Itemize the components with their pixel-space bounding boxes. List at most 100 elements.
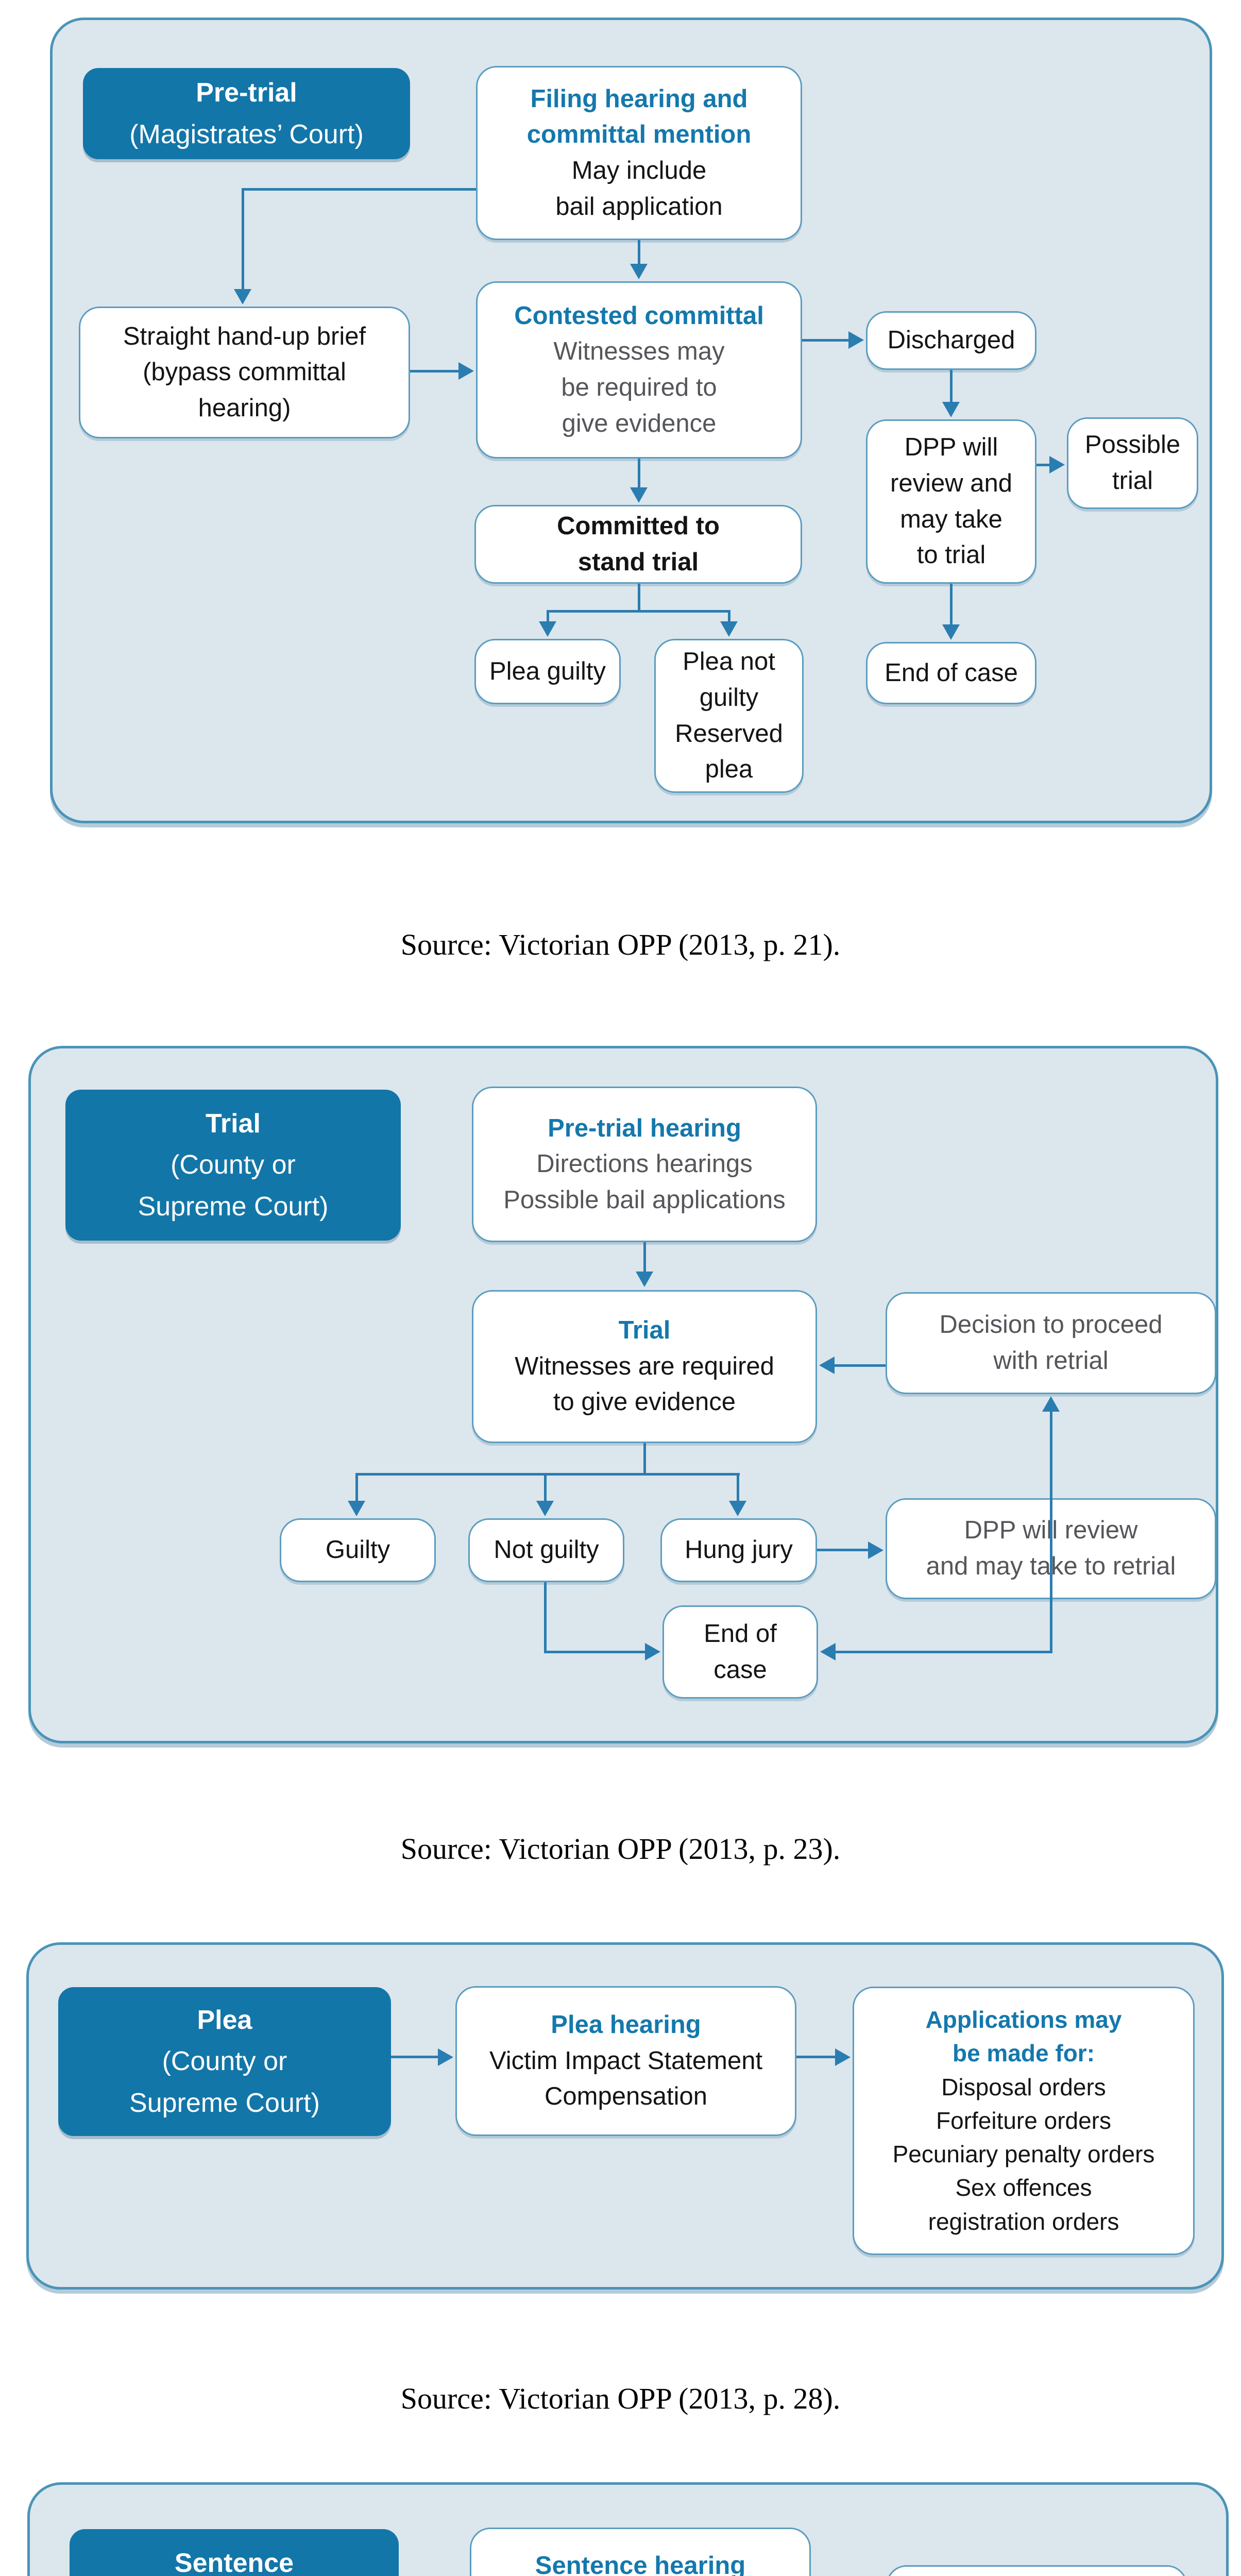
header-title: Trial bbox=[206, 1108, 261, 1139]
arrowhead bbox=[630, 264, 648, 279]
arrow-dpp-to-decision bbox=[1050, 1412, 1052, 1599]
arrowhead bbox=[720, 621, 738, 637]
panel-pretrial: Pre-trial (Magistrates’ Court) Filing he… bbox=[50, 18, 1212, 823]
box-title: Pre-trial hearing bbox=[548, 1114, 741, 1142]
arrow-notguilty-to-end bbox=[544, 1651, 645, 1653]
arrowhead bbox=[942, 402, 960, 417]
arrowhead bbox=[636, 1272, 653, 1287]
box-body: Discharged bbox=[887, 326, 1015, 354]
arrow-contested-to-committed bbox=[638, 459, 640, 487]
arrow-dpp-to-end-of-case bbox=[950, 584, 953, 624]
box-not-guilty: Not guilty bbox=[468, 1518, 624, 1582]
box-body: End of case bbox=[885, 658, 1018, 687]
arrowhead bbox=[835, 2048, 851, 2066]
arrow-contested-to-discharged bbox=[802, 339, 848, 342]
box-body: Guilty bbox=[325, 1536, 390, 1564]
header-title: Pre-trial bbox=[196, 77, 297, 108]
arrowhead bbox=[458, 362, 474, 380]
arrow-decision-to-trial bbox=[835, 1364, 886, 1367]
arrow-discharged-to-dpp bbox=[950, 370, 953, 402]
arrow-committed-split-stem bbox=[638, 584, 640, 612]
arrow-straight-to-contested bbox=[410, 370, 458, 372]
caption-source-pretrial: Source: Victorian OPP (2013, p. 21). bbox=[400, 928, 841, 961]
arrow-hungjury-to-dpp bbox=[817, 1549, 868, 1551]
arrow-dppretrial-to-end bbox=[1050, 1599, 1052, 1652]
arrowhead bbox=[348, 1501, 365, 1516]
box-plea-guilty: Plea guilty bbox=[474, 639, 621, 704]
arrow-filing-to-straight bbox=[242, 188, 244, 289]
arrow-to-plea-not-guilty bbox=[728, 612, 730, 621]
arrow-header-to-plea-hearing bbox=[391, 2056, 438, 2058]
arrow-to-not-guilty bbox=[544, 1475, 547, 1501]
box-title: Trial bbox=[618, 1316, 671, 1345]
box-sentence-hearing: Sentence hearing Post sentence considerv… bbox=[470, 2528, 811, 2576]
box-discharged: Discharged bbox=[866, 311, 1036, 370]
arrowhead bbox=[820, 1643, 836, 1660]
arrowhead bbox=[868, 1541, 883, 1559]
caption-source-plea: Source: Victorian OPP (2013, p. 28). bbox=[400, 2382, 841, 2415]
header-subtitle: (Magistrates’ Court) bbox=[129, 119, 364, 149]
arrowhead bbox=[942, 624, 960, 640]
box-title: Sentence hearing bbox=[535, 2551, 746, 2576]
arrowhead bbox=[1049, 456, 1065, 473]
arrow-dppretrial-to-end bbox=[836, 1651, 1052, 1653]
arrowhead bbox=[438, 2048, 453, 2066]
box-title: Plea hearing bbox=[551, 2011, 701, 2039]
arrowhead bbox=[536, 1501, 554, 1516]
box-body: Plea guilty bbox=[489, 657, 606, 685]
box-hung-jury: Hung jury bbox=[660, 1518, 817, 1582]
caption-source-trial: Source: Victorian OPP (2013, p. 23). bbox=[400, 1832, 841, 1866]
arrow-trial-split-stem bbox=[643, 1443, 646, 1475]
arrowhead bbox=[539, 621, 556, 637]
arrow-filing-to-contested bbox=[638, 240, 640, 264]
arrow-hearing-to-applications bbox=[796, 2056, 835, 2058]
header-pretrial: Pre-trial (Magistrates’ Court) bbox=[83, 68, 410, 159]
arrow-pretrial-to-trial bbox=[643, 1242, 646, 1272]
box-body: Not guilty bbox=[494, 1536, 599, 1564]
arrow-committed-split-bar bbox=[547, 610, 730, 613]
arrowhead bbox=[630, 487, 648, 503]
box-end-of-case-sentence: End of case bbox=[886, 2565, 1187, 2576]
box-title: Contested committal bbox=[514, 301, 764, 330]
box-guilty: Guilty bbox=[280, 1518, 436, 1582]
arrowhead bbox=[645, 1643, 660, 1660]
arrow-to-plea-guilty bbox=[547, 612, 549, 621]
header-title: Sentence bbox=[174, 2548, 294, 2576]
arrow-to-guilty bbox=[355, 1475, 358, 1501]
